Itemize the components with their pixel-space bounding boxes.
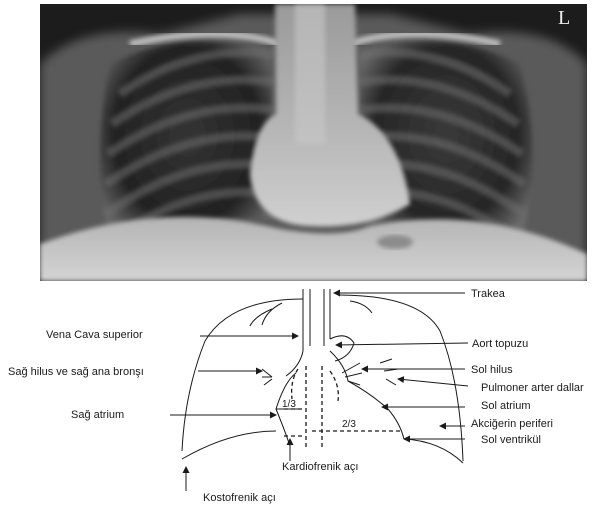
schematic-svg: 1/3 2/3 Trakea Vena Cava superior Aort t… <box>0 281 598 506</box>
side-marker: L <box>558 7 570 29</box>
label-sol-ventrikul: Sol ventrikül <box>481 434 541 446</box>
label-aort-topuzu: Aort topuzu <box>472 338 528 350</box>
label-sag-atrium: Sağ atrium <box>71 409 124 421</box>
label-sag-hilus: Sağ hilus ve sağ ana bronşı <box>8 366 144 378</box>
chest-xray-image: L <box>40 4 587 281</box>
label-trakea: Trakea <box>471 288 506 300</box>
chest-schematic-diagram: 1/3 2/3 Trakea Vena Cava superior Aort t… <box>0 281 598 506</box>
fraction-right-third: 1/3 <box>282 399 296 410</box>
label-kardiofrenik: Kardiofrenik açı <box>282 461 358 473</box>
chest-xray-svg: L <box>40 4 587 281</box>
label-pulmoner-arter: Pulmoner arter dallar <box>481 382 584 394</box>
label-sol-atrium: Sol atrium <box>481 400 531 412</box>
label-akcigerin-periferi: Akciğerin periferi <box>471 418 553 430</box>
label-kostofrenik: Kostofrenik açı <box>203 492 276 504</box>
label-sol-hilus: Sol hilus <box>471 364 513 376</box>
fraction-left-two-thirds: 2/3 <box>342 419 356 430</box>
spine-trachea <box>295 4 325 144</box>
label-vena-cava-superior: Vena Cava superior <box>46 329 143 341</box>
